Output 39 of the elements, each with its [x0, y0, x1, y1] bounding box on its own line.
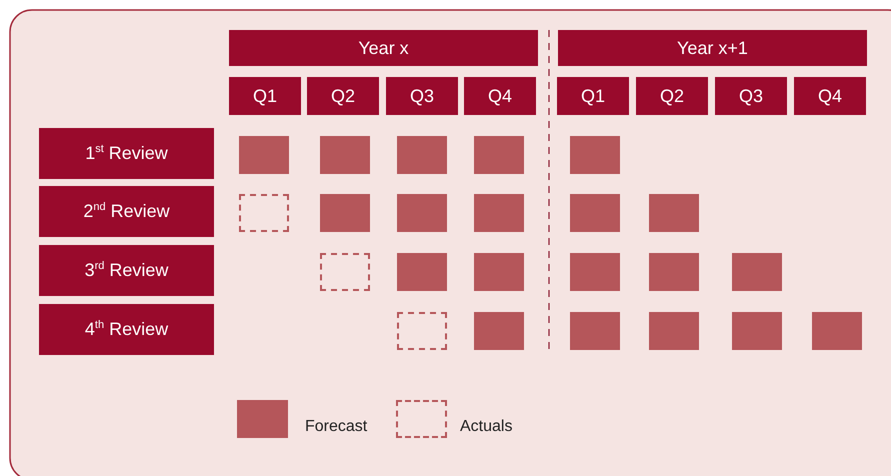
forecast-block [397, 194, 447, 232]
review-label: 2$^{nd}$ Review [39, 186, 214, 237]
forecast-block [649, 194, 699, 232]
legend-label: Actuals [460, 418, 512, 436]
forecast-block [474, 136, 524, 174]
forecast-block [320, 194, 370, 232]
quarter-header: Q1 [557, 77, 629, 115]
actuals-frame [397, 312, 447, 350]
forecast-block [570, 194, 620, 232]
forecast-block [732, 253, 782, 291]
quarter-header: Q1 [229, 77, 301, 115]
forecast-block [474, 312, 524, 350]
review-label: 4$^{th}$ Review [39, 304, 214, 355]
quarter-header: Q2 [636, 77, 708, 115]
forecast-block [474, 253, 524, 291]
forecast-block [812, 312, 862, 350]
forecast-block [649, 253, 699, 291]
forecast-block [649, 312, 699, 350]
actuals-frame [320, 253, 370, 291]
forecast-block [570, 312, 620, 350]
year-header: Year x [229, 30, 538, 66]
forecast-block [397, 253, 447, 291]
year-header: Year x+1 [558, 30, 867, 66]
forecast-block [570, 136, 620, 174]
forecast-block [570, 253, 620, 291]
quarter-header: Q3 [386, 77, 458, 115]
forecast-block [320, 136, 370, 174]
quarter-header: Q3 [715, 77, 787, 115]
review-label: 3$^{rd}$ Review [39, 245, 214, 296]
forecast-block [474, 194, 524, 232]
review-label: 1$^{st}$ Review [39, 128, 214, 179]
forecast-block [239, 136, 289, 174]
quarter-header: Q2 [307, 77, 379, 115]
quarter-header: Q4 [794, 77, 866, 115]
forecast-block [732, 312, 782, 350]
legend-label: Forecast [305, 418, 368, 436]
forecast-block [397, 136, 447, 174]
quarter-header: Q4 [464, 77, 536, 115]
actuals-frame [239, 194, 289, 232]
